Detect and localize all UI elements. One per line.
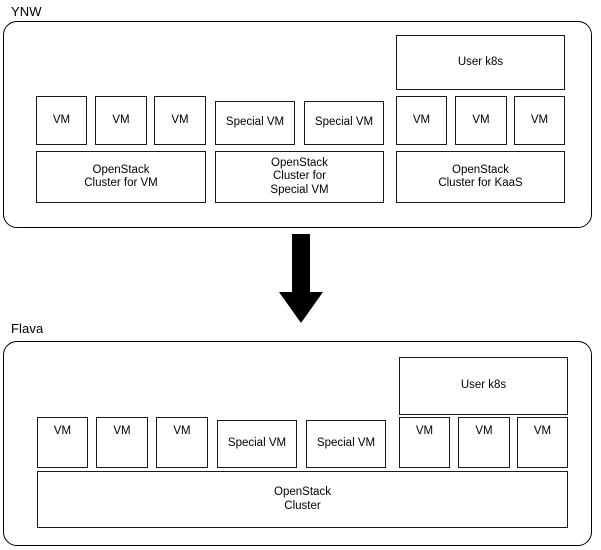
top-kaas-vm-box-2: VM — [455, 96, 507, 145]
top-kaas-vm-label-3: VM — [530, 113, 549, 126]
top-openstack-cluster-kaas-label: OpenStack Cluster for KaaS — [438, 163, 523, 190]
bottom-openstack-cluster-label: OpenStack Cluster — [274, 486, 331, 512]
top-vm-label-2: VM — [112, 113, 130, 126]
top-kaas-vm-box-3: VM — [514, 96, 565, 145]
section-label-flava: Flava — [11, 321, 44, 336]
bottom-vm-box-2: VM — [96, 417, 148, 468]
bottom-kaas-vm-box-2: VM — [458, 417, 510, 468]
section-label-ynw: YNW — [11, 4, 42, 19]
top-vm-box-3: VM — [154, 96, 206, 145]
bottom-kaas-vm-label-3: VM — [533, 425, 552, 437]
top-openstack-cluster-special-vm-label: OpenStack Cluster for Special VM — [270, 156, 329, 196]
bottom-special-vm-box-2: Special VM — [306, 420, 386, 468]
bottom-vm-label-2: VM — [113, 425, 131, 437]
top-kaas-vm-label-1: VM — [412, 113, 431, 126]
top-vm-box-1: VM — [36, 96, 87, 145]
top-user-k8s-label: User k8s — [457, 55, 504, 68]
top-openstack-cluster-vm-label: OpenStack Cluster for VM — [84, 163, 158, 190]
top-vm-box-2: VM — [95, 96, 147, 145]
bottom-user-k8s-box: User k8s — [399, 357, 568, 415]
bottom-special-vm-label-2: Special VM — [316, 437, 376, 450]
down-arrow-icon — [278, 234, 324, 324]
top-kaas-vm-label-2: VM — [472, 113, 490, 126]
bottom-vm-label-1: VM — [53, 425, 72, 437]
top-openstack-cluster-special-vm-box: OpenStack Cluster for Special VM — [215, 151, 384, 203]
bottom-kaas-vm-box-1: VM — [399, 417, 450, 468]
bottom-user-k8s-label: User k8s — [460, 379, 507, 392]
bottom-special-vm-box-1: Special VM — [217, 420, 297, 468]
top-special-vm-box-2: Special VM — [304, 101, 384, 145]
top-kaas-vm-box-1: VM — [396, 96, 447, 145]
top-openstack-cluster-vm-box: OpenStack Cluster for VM — [36, 151, 206, 203]
bottom-special-vm-label-1: Special VM — [227, 437, 287, 450]
bottom-openstack-cluster-box: OpenStack Cluster — [37, 471, 568, 528]
top-special-vm-label-1: Special VM — [225, 116, 285, 129]
bottom-kaas-vm-box-3: VM — [517, 417, 568, 468]
top-vm-label-1: VM — [52, 113, 71, 126]
top-vm-label-3: VM — [171, 113, 189, 126]
bottom-vm-box-3: VM — [156, 417, 208, 468]
top-user-k8s-box: User k8s — [396, 35, 565, 90]
top-special-vm-box-1: Special VM — [215, 101, 295, 145]
bottom-kaas-vm-label-2: VM — [475, 425, 493, 437]
bottom-vm-label-3: VM — [173, 425, 191, 437]
bottom-vm-box-1: VM — [37, 417, 88, 468]
bottom-kaas-vm-label-1: VM — [415, 425, 434, 437]
top-openstack-cluster-kaas-box: OpenStack Cluster for KaaS — [396, 151, 565, 203]
top-special-vm-label-2: Special VM — [314, 116, 374, 129]
